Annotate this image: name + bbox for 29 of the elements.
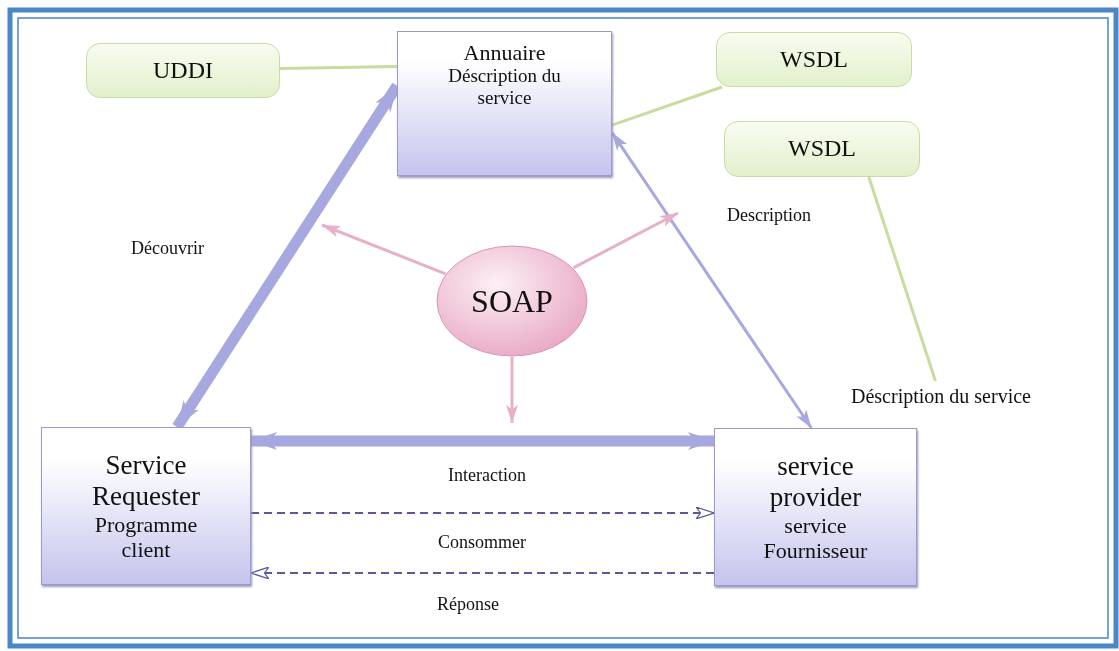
arrow bbox=[572, 211, 679, 270]
node-title: WSDL bbox=[780, 45, 848, 74]
callout-box bbox=[724, 121, 920, 177]
node-title: Service Requester bbox=[91, 449, 201, 512]
arrow bbox=[610, 131, 813, 429]
node-label: Déscription du service bbox=[833, 381, 1049, 411]
node-title: service provider bbox=[768, 450, 863, 513]
node-subtitle: service Fournisseur bbox=[762, 512, 869, 564]
arrow bbox=[250, 566, 715, 580]
arrow bbox=[250, 506, 715, 520]
node-title: Annuaire bbox=[463, 40, 546, 66]
edge-label: Réponse bbox=[437, 594, 499, 616]
callout-box bbox=[86, 43, 280, 98]
node-title: SOAP bbox=[471, 282, 553, 320]
process-box bbox=[41, 427, 251, 585]
arrow bbox=[321, 223, 447, 276]
arrow bbox=[506, 357, 518, 423]
leader-line bbox=[867, 176, 937, 382]
node-subtitle: Déscription du service bbox=[447, 65, 562, 109]
node-subtitle: Programme client bbox=[93, 511, 199, 563]
leader-line bbox=[611, 85, 723, 127]
node-title: UDDI bbox=[153, 56, 213, 85]
leader-line bbox=[279, 64, 398, 71]
process-box bbox=[397, 31, 612, 176]
callout-box bbox=[716, 32, 912, 87]
process-box bbox=[714, 428, 917, 586]
edge-label: Description bbox=[727, 205, 811, 227]
node-title: WSDL bbox=[788, 135, 856, 163]
arrow bbox=[251, 432, 714, 450]
